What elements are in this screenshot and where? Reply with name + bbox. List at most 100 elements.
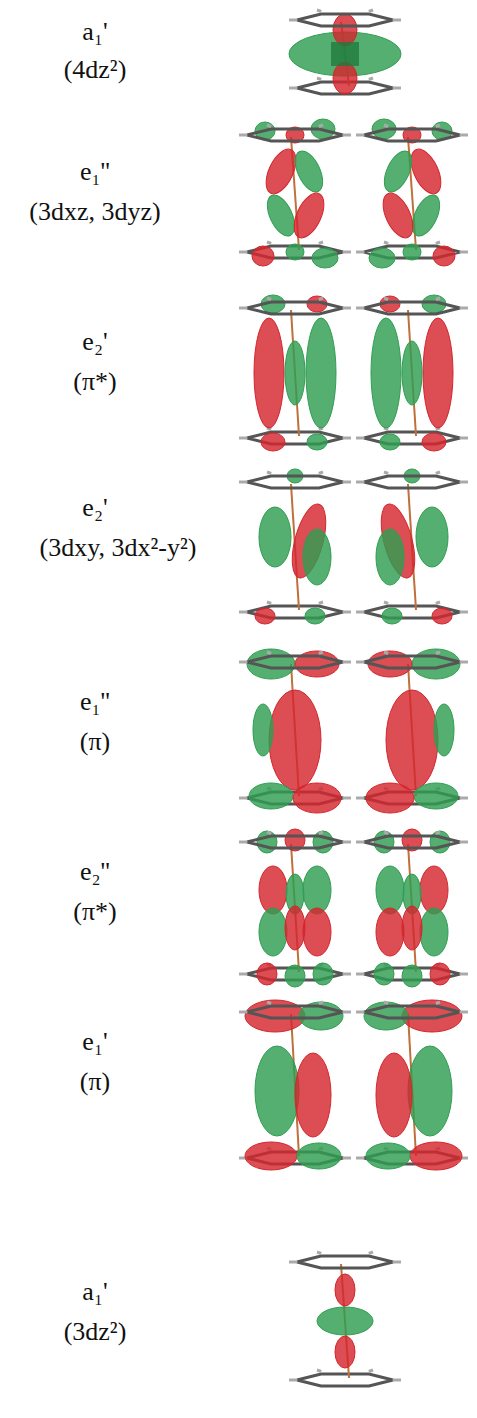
orbital-character: (π) bbox=[80, 728, 110, 757]
symmetry-label: a₁' bbox=[82, 1278, 107, 1307]
orbital-lobe bbox=[374, 963, 394, 985]
ring-frame bbox=[247, 656, 343, 668]
hydrogen-bond bbox=[356, 1011, 364, 1014]
orbital-lobe bbox=[369, 248, 395, 268]
hydrogen-bond bbox=[356, 251, 364, 254]
orbital-lobe bbox=[432, 608, 452, 624]
hydrogen-bond bbox=[319, 1002, 323, 1004]
hydrogen-bond bbox=[460, 973, 468, 976]
orbital-lobe bbox=[257, 831, 277, 853]
orbital-character: (4dz²) bbox=[64, 56, 127, 85]
hydrogen-bond bbox=[369, 78, 373, 80]
hydrogen-bond bbox=[319, 602, 323, 604]
hydrogen-bond bbox=[356, 841, 364, 844]
orbital-lobe bbox=[245, 1142, 297, 1170]
symmetry-label: a₁' bbox=[82, 18, 107, 47]
hydrogen-bond bbox=[384, 832, 388, 834]
orbital-lobe bbox=[253, 704, 273, 756]
hydrogen-bond bbox=[239, 797, 247, 800]
orbital-lobe bbox=[335, 1336, 355, 1368]
symmetry-label: e₁' bbox=[82, 1028, 107, 1057]
hydrogen-bond bbox=[343, 481, 351, 484]
orbital-character: (3dxz, 3dyz) bbox=[29, 198, 160, 227]
hydrogen-bond bbox=[319, 472, 323, 474]
orbital-picture bbox=[356, 469, 468, 624]
hydrogen-bond bbox=[319, 652, 323, 654]
orbital-lobe bbox=[402, 965, 422, 987]
hydrogen-bond bbox=[343, 797, 351, 800]
orbital-lobe bbox=[377, 189, 419, 243]
ring-frame bbox=[297, 1374, 393, 1386]
orbital-character: (π*) bbox=[73, 368, 116, 397]
hydrogen-bond bbox=[343, 1157, 351, 1160]
orbital-picture bbox=[239, 469, 351, 624]
orbital-lobe bbox=[423, 318, 453, 428]
orbital-lobe bbox=[260, 145, 302, 199]
orbital-picture bbox=[356, 829, 468, 987]
hydrogen-bond bbox=[356, 134, 364, 137]
hydrogen-bond bbox=[343, 973, 351, 976]
orbital-lobe bbox=[293, 783, 341, 813]
orbital-lobe bbox=[366, 783, 414, 813]
orbital-lobe bbox=[305, 608, 325, 624]
hydrogen-bond bbox=[343, 841, 351, 844]
hydrogen-bond bbox=[369, 1370, 373, 1372]
hydrogen-bond bbox=[343, 134, 351, 137]
hydrogen-bond bbox=[436, 1002, 440, 1004]
hydrogen-bond bbox=[436, 472, 440, 474]
orbital-lobe bbox=[402, 906, 422, 950]
hydrogen-bond bbox=[460, 251, 468, 254]
hydrogen-bond bbox=[343, 437, 351, 440]
orbital-lobe bbox=[313, 831, 333, 853]
symmetry-label: e₂' bbox=[82, 328, 107, 357]
orbital-lobe bbox=[386, 690, 438, 790]
orbital-picture bbox=[289, 1252, 401, 1386]
orbital-lobe bbox=[307, 434, 327, 450]
orbital-lobe bbox=[295, 1053, 331, 1137]
hydrogen-bond bbox=[289, 87, 297, 90]
hydrogen-bond bbox=[319, 242, 323, 244]
hydrogen-bond bbox=[384, 242, 388, 244]
orbital-character: (π*) bbox=[73, 898, 116, 927]
hydrogen-bond bbox=[460, 1011, 468, 1014]
orbital-lobe bbox=[288, 189, 330, 243]
orbital-picture bbox=[356, 649, 468, 813]
orbital-lobe bbox=[259, 866, 287, 914]
hydrogen-bond bbox=[343, 251, 351, 254]
hydrogen-bond bbox=[319, 832, 323, 834]
symmetry-label: e₂' bbox=[82, 494, 107, 523]
hydrogen-bond bbox=[343, 661, 351, 664]
orbital-lobe bbox=[380, 434, 400, 450]
hydrogen-bond bbox=[289, 1379, 297, 1382]
orbital-character: (3dxy, 3dx²-y²) bbox=[40, 534, 197, 563]
hydrogen-bond bbox=[239, 611, 247, 614]
hydrogen-bond bbox=[267, 602, 271, 604]
orbital-lobe bbox=[403, 244, 421, 260]
ring-frame bbox=[247, 129, 343, 141]
hydrogen-bond bbox=[289, 1261, 297, 1264]
orbital-lobe bbox=[430, 963, 450, 985]
hydrogen-bond bbox=[356, 611, 364, 614]
orbital-lobe bbox=[313, 963, 333, 985]
orbital-picture bbox=[239, 1000, 351, 1170]
orbital-lobe bbox=[405, 145, 447, 199]
orbital-lobe bbox=[285, 906, 305, 950]
orbital-lobe bbox=[312, 248, 338, 268]
hydrogen-bond bbox=[356, 661, 364, 664]
symmetry-label: e₁'' bbox=[80, 688, 110, 717]
orbital-lobe bbox=[261, 433, 285, 451]
ring-frame bbox=[364, 656, 460, 668]
hydrogen-bond bbox=[356, 1157, 364, 1160]
hydrogen-bond bbox=[460, 134, 468, 137]
hydrogen-bond bbox=[436, 602, 440, 604]
hydrogen-bond bbox=[343, 307, 351, 310]
hydrogen-bond bbox=[239, 307, 247, 310]
hydrogen-bond bbox=[239, 437, 247, 440]
symmetry-label: e₁'' bbox=[80, 158, 110, 187]
orbital-lobe bbox=[303, 866, 331, 914]
hydrogen-bond bbox=[393, 87, 401, 90]
hydrogen-bond bbox=[369, 10, 373, 12]
orbital-lobe bbox=[286, 244, 304, 260]
hydrogen-bond bbox=[267, 832, 271, 834]
hydrogen-bond bbox=[267, 298, 271, 300]
